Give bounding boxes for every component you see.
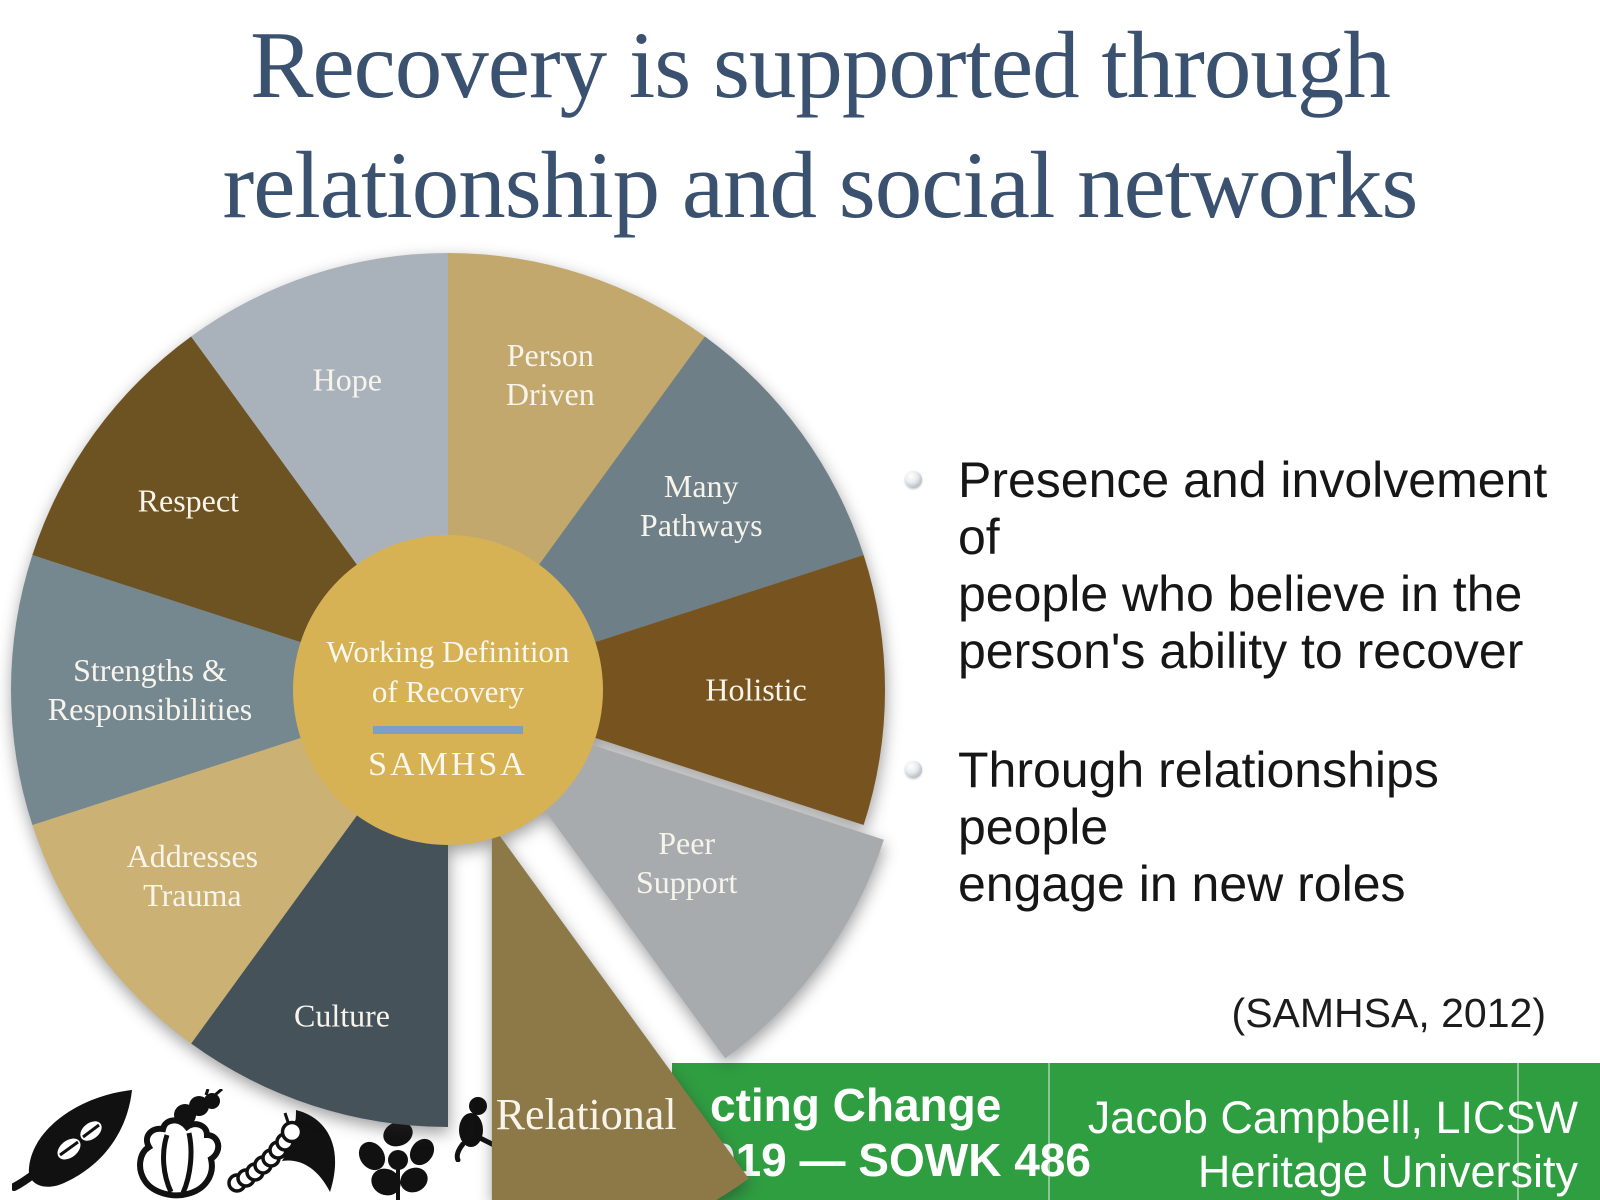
wedge-addresses-trauma — [32, 690, 448, 1044]
center-label-org: SAMHSA — [368, 746, 528, 783]
wedge-label-strengths-responsibilities: Strengths &Responsibilities — [47, 651, 253, 727]
wheel-center-circle — [293, 535, 603, 845]
wedge-label-respect: Respect — [137, 482, 239, 519]
wedge-label-holistic: Holistic — [705, 671, 807, 708]
footer-divider-line — [1048, 1063, 1050, 1200]
footer-presentation-title: cting Change — [710, 1079, 1002, 1131]
footer-author: Jacob Campbell, LICSW Heritage Universit… — [1088, 1091, 1578, 1199]
footer-author-name: Jacob Campbell, LICSW — [1087, 1092, 1578, 1143]
wedge-label-culture: Culture — [294, 997, 390, 1034]
wedge-hope — [191, 253, 448, 690]
bullet-sphere-icon — [905, 471, 922, 488]
citation: (SAMHSA, 2012) — [1231, 990, 1546, 1036]
wedge-many-pathways — [448, 336, 864, 690]
wedge-label-hope: Hope — [312, 361, 382, 398]
slide-title: Recovery is supported through relationsh… — [20, 6, 1600, 245]
title-line-1: Recovery is supported through — [250, 12, 1391, 118]
wedge-holistic — [448, 554, 886, 826]
wedge-person-driven — [448, 253, 705, 690]
center-label-line-1: Working Definition — [326, 634, 570, 669]
center-divider-rule — [373, 726, 523, 734]
wedge-respect — [32, 336, 448, 690]
wheel-center-label: Working Definition of Recovery SAMHSA — [288, 632, 608, 784]
footer-bar: cting Change 019 — SOWK 486 Jacob Campbe… — [672, 1063, 1600, 1200]
bullet-sphere-icon — [905, 761, 922, 778]
wedge-culture — [191, 690, 448, 1127]
seed-pod-icon — [137, 1089, 223, 1199]
caterpillar-leaf-icon — [227, 1110, 336, 1193]
footer-course-code: 019 — SOWK 486 — [710, 1134, 1091, 1186]
wedge-label-relational: Relational — [495, 1090, 677, 1140]
footer-course-info: cting Change 019 — SOWK 486 — [710, 1078, 1091, 1188]
title-line-2: relationship and social networks — [222, 131, 1419, 238]
footer-author-institution: Heritage University — [1197, 1146, 1578, 1197]
center-label-line-2: of Recovery — [371, 674, 525, 709]
footer-divider-line — [1517, 1063, 1519, 1200]
wedge-strengths-responsibilities — [10, 554, 448, 826]
critter-icon — [454, 1097, 496, 1162]
flower-icon — [358, 1121, 435, 1200]
wedge-peer-support — [468, 704, 884, 1059]
leaf-icon — [12, 1090, 132, 1191]
